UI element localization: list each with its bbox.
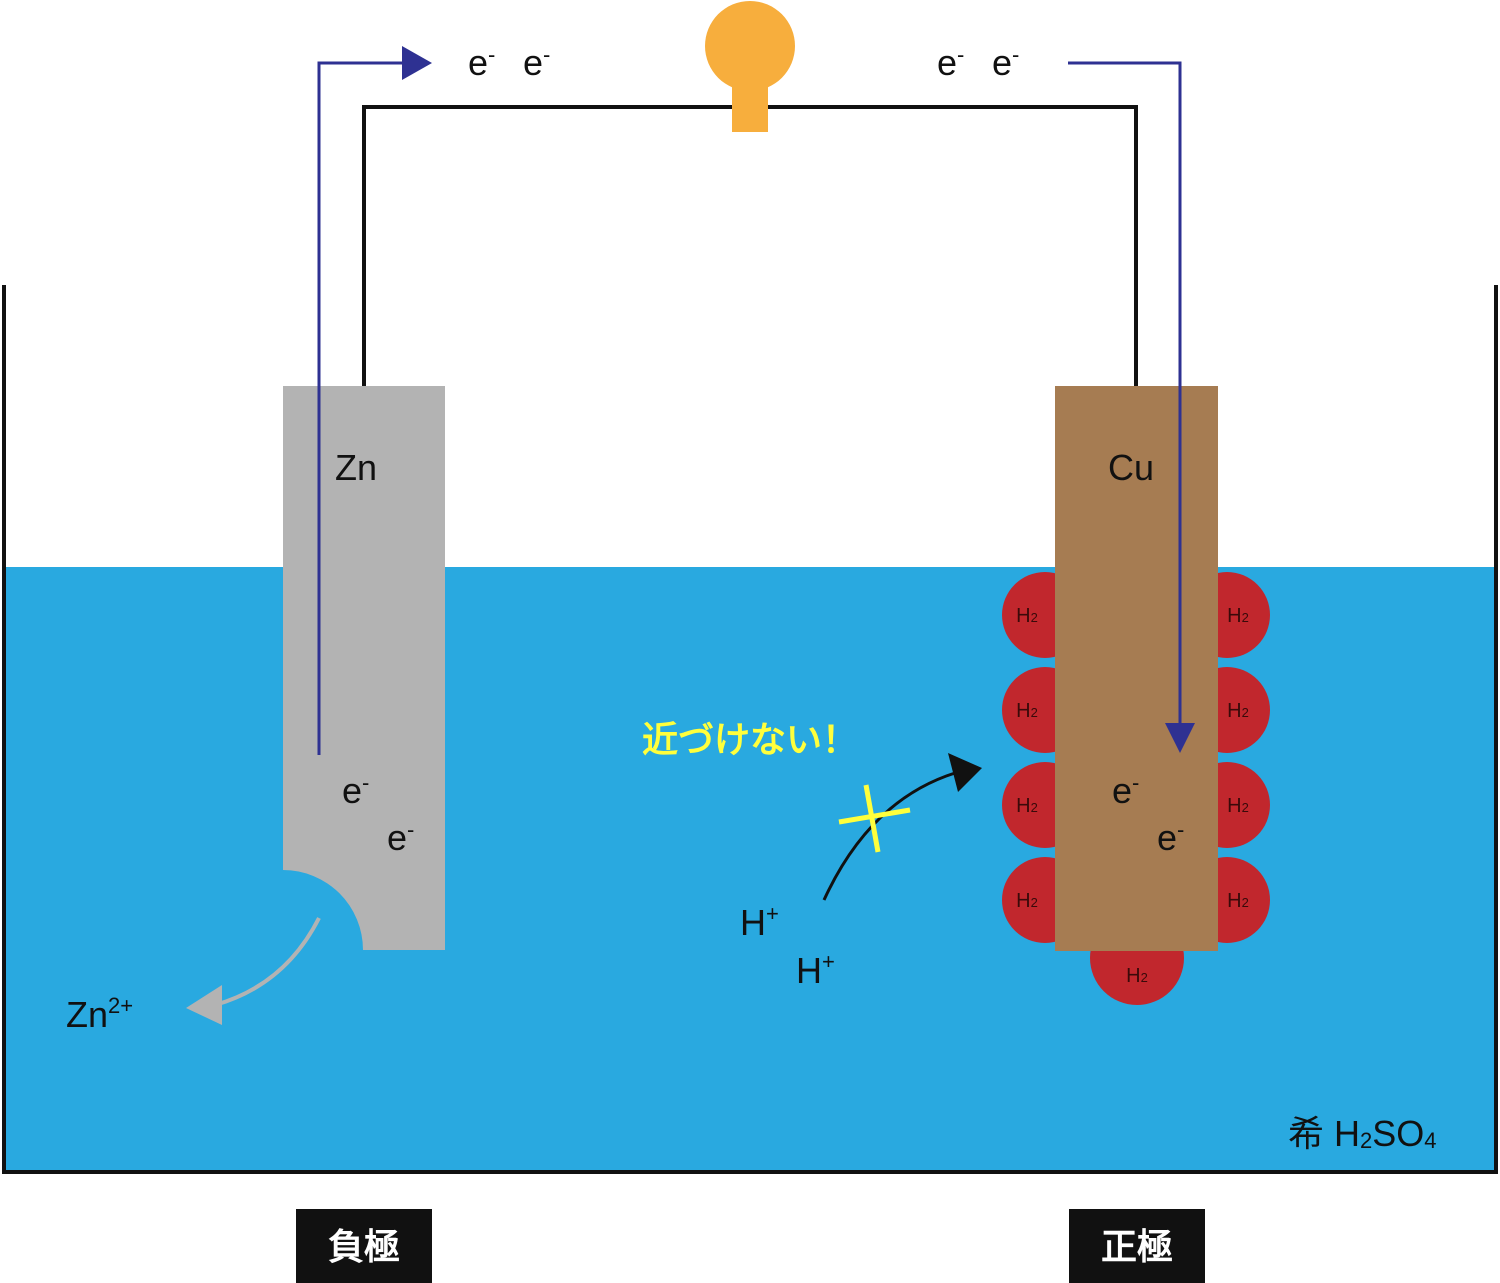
zinc-ion-arrow [214,917,321,1007]
external-wire [362,105,1138,386]
electron-flow-arrow-right [1068,61,1182,725]
svg-text:H2: H2 [1016,605,1038,627]
copper-electrode [1055,386,1218,951]
copper-electron-label: e- [1112,770,1139,811]
arrow-head [1165,723,1195,753]
sulfuric-acid-solution [4,567,1496,1172]
arrow-head [948,753,982,792]
wire-electron-label: e- [937,42,964,83]
wire-electron-label: e- [992,42,1019,83]
arrow-head [186,985,222,1025]
zinc-electrode [283,386,445,950]
warning-text: 近づけない！ [642,719,858,760]
zinc-electron-label: e- [342,770,369,811]
beaker-outline [2,285,1498,1174]
copper-label: Cu [1108,447,1154,488]
svg-text:正極: 正極 [1101,1226,1173,1267]
wire-electron-label: e- [523,42,550,83]
light-bulb-icon [705,1,795,132]
svg-text:H2: H2 [1227,795,1249,817]
svg-text:H2: H2 [1227,605,1249,627]
svg-text:H2: H2 [1126,965,1148,987]
svg-text:H2: H2 [1227,890,1249,912]
svg-text:H2: H2 [1016,700,1038,722]
svg-text:負極: 負極 [328,1226,400,1267]
hydrogen-ion-label: H+ [796,949,835,991]
h2-bubble-labels: H2 H2 H2 H2 H2 H2 H2 H2 H2 [1016,605,1249,987]
svg-text:H2: H2 [1227,700,1249,722]
zinc-label: Zn [335,447,377,488]
electron-flow-arrow-left [317,58,422,755]
arrow-head [402,46,432,80]
negative-electrode-tag: 負極 [296,1209,432,1283]
zinc-electron-label: e- [387,817,414,858]
copper-electron-label: e- [1157,817,1184,858]
hydrogen-ion-label: H+ [740,901,779,943]
svg-text:H2: H2 [1016,890,1038,912]
positive-electrode-tag: 正極 [1069,1209,1205,1283]
zinc-ion-label: Zn2+ [66,993,133,1035]
svg-text:H2: H2 [1016,795,1038,817]
blocked-cross-icon [838,784,911,853]
solution-label: 希 H2SO4 [1288,1113,1437,1154]
wire-electron-label: e- [468,42,495,83]
hydrogen-ion-arrow [822,771,956,901]
